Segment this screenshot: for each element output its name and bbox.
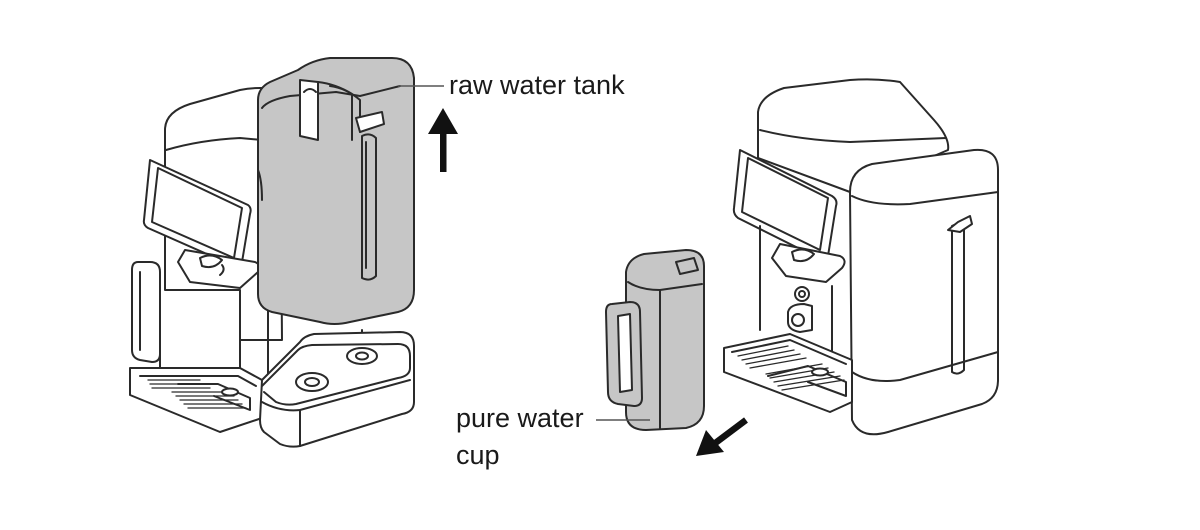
left-front-reservoir <box>259 331 415 448</box>
raw-water-tank <box>257 57 415 325</box>
raw-water-tank-label: raw water tank <box>449 70 625 100</box>
pull-out-arrow-icon <box>696 417 748 456</box>
pure-water-cup-label-line2: cup <box>456 440 500 470</box>
lift-up-arrow-icon <box>428 108 458 172</box>
right-machine <box>723 78 999 436</box>
pure-water-cup <box>605 249 705 431</box>
left-machine <box>129 87 363 433</box>
pure-water-cup-label-line1: pure water <box>456 403 584 433</box>
